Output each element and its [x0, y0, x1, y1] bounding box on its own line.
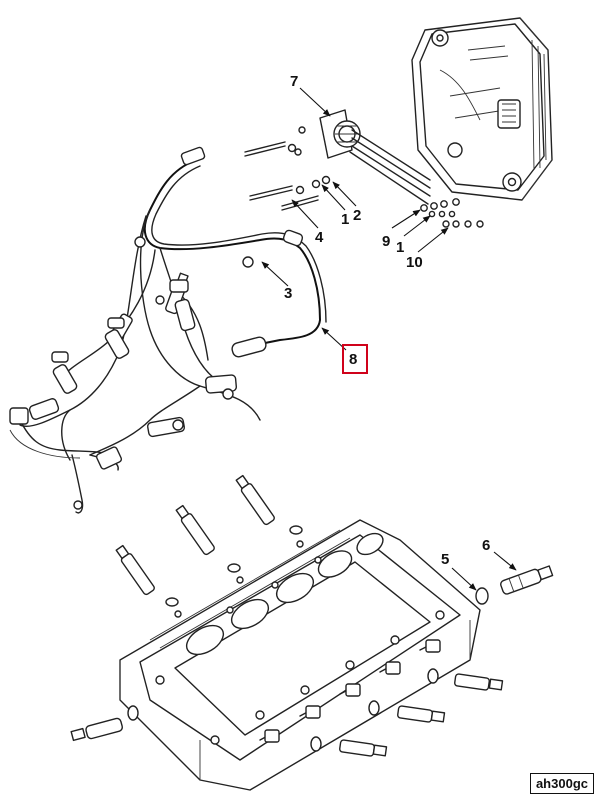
callout-2: 2 — [353, 207, 361, 224]
callout-6: 6 — [482, 537, 490, 554]
callout-4: 4 — [315, 229, 324, 246]
upper-sensors — [115, 474, 304, 618]
wiring-harness — [9, 146, 327, 514]
harness-connector — [294, 109, 431, 205]
callout-1-upper: 1 — [341, 211, 349, 228]
lower-sensors — [70, 668, 504, 757]
callout-8: 8 — [349, 351, 357, 368]
studs-and-nuts — [244, 141, 484, 228]
callout-1-right: 1 — [396, 239, 404, 256]
callout-9: 9 — [382, 233, 390, 250]
leader-lines — [261, 87, 517, 591]
reference-code: ah300gc — [529, 773, 594, 794]
callout-10: 10 — [406, 254, 423, 271]
ecm-module — [411, 17, 553, 201]
highlight-box-callout-8 — [342, 344, 368, 374]
callouts: 7 1 2 4 3 8 9 1 10 5 6 — [284, 73, 490, 568]
callout-7: 7 — [290, 73, 298, 90]
callout-5: 5 — [441, 551, 449, 568]
cylinder-head — [119, 519, 481, 791]
sensor-and-oring — [475, 565, 554, 605]
callout-3: 3 — [284, 285, 292, 302]
